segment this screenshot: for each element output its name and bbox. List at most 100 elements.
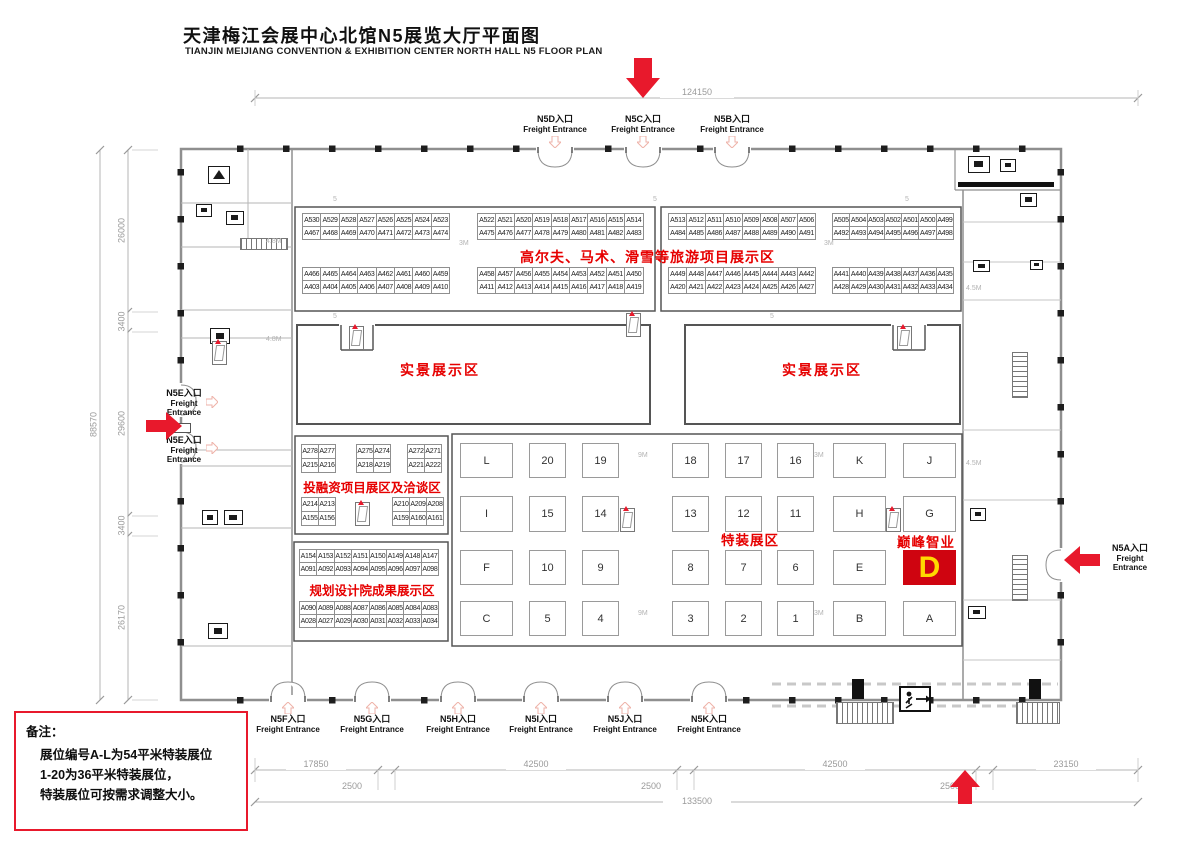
booth-cell: A496 — [901, 226, 920, 240]
stairs-icon — [1012, 555, 1028, 601]
page-title: 天津梅江会展中心北馆N5展览大厅平面图 — [183, 26, 541, 46]
booth-cell: 10 — [529, 550, 566, 585]
booth-cell: A272 — [407, 444, 425, 459]
arrow-down-icon — [626, 58, 660, 98]
booth-cell: 17 — [725, 443, 762, 478]
booth-cell: A528 — [338, 213, 359, 227]
booth-cell: A476 — [495, 226, 515, 240]
booth-cell: A095 — [368, 562, 387, 576]
booth-cell: A085 — [385, 601, 405, 615]
booth-cell: B — [833, 601, 886, 636]
booth-cell: A503 — [866, 213, 885, 227]
dim-bottom-seg: 42500 — [506, 759, 566, 770]
booth-cell: A425 — [759, 280, 780, 294]
aisle-width-label: 3M — [824, 240, 834, 247]
booth-cell: A161 — [426, 511, 444, 526]
aisle-width-label: 4.5M — [966, 285, 982, 292]
booth-cell: A469 — [338, 226, 359, 240]
aisle-width-label: 5 — [905, 196, 909, 203]
booth-cell: A084 — [403, 601, 422, 615]
entrance-name: N5E入口 — [166, 388, 202, 398]
entrance-name: N5I入口 — [524, 714, 557, 724]
booth-cell: A481 — [587, 226, 607, 240]
booth-cell: A461 — [393, 267, 414, 281]
entrance-direction-icon — [619, 702, 631, 714]
booth-cell: A447 — [704, 267, 725, 281]
booth-cell: 12 — [725, 496, 762, 532]
entrance-name: N5E入口 — [166, 435, 202, 445]
entrance-sub: Freight Entrance — [611, 125, 675, 134]
aisle-width-label: 4.8M — [266, 238, 282, 245]
facility-icon — [196, 204, 212, 217]
aisle-width-label: 5 — [333, 313, 337, 320]
aisle-width-label: 5 — [653, 196, 657, 203]
arrow-right-icon — [146, 412, 182, 440]
booth-cell: 16 — [777, 443, 814, 478]
entrance-direction-icon — [703, 702, 715, 714]
zone-label-brand: 巅峰智业 — [897, 535, 955, 550]
booth-cell: I — [460, 496, 513, 532]
booth-cell: A417 — [587, 280, 607, 294]
facility-icon — [1000, 159, 1016, 172]
booth-cell: A422 — [704, 280, 725, 294]
booth-cell: 2 — [725, 601, 762, 636]
booth-cell: A153 — [316, 549, 335, 563]
aisle-width-label: 5 — [770, 313, 774, 320]
booth-cell: A467 — [302, 226, 322, 240]
booth-cell: A517 — [568, 213, 589, 227]
booth-cell: A520 — [513, 213, 534, 227]
stairs-icon — [1012, 352, 1028, 398]
booth-cell: 15 — [529, 496, 566, 532]
dim-bottom-seg: 2500 — [928, 781, 972, 792]
stairs-icon — [836, 702, 894, 724]
facility-icon — [208, 623, 228, 639]
zone-label-tourism: 高尔夫、马术、滑雪等旅游项目展示区 — [520, 249, 775, 265]
facility-icon — [968, 156, 990, 173]
entrance-name: N5F入口 — [270, 714, 306, 724]
booth-cell: A154 — [299, 549, 318, 563]
booth-cell: A213 — [318, 497, 336, 512]
booth-cell: A413 — [513, 280, 534, 294]
booth-cell: A454 — [550, 267, 570, 281]
booth-cell: A442 — [796, 267, 817, 281]
booth-cell: A419 — [624, 280, 644, 294]
booth-cell: A434 — [935, 280, 955, 294]
entrance-direction-icon — [366, 702, 378, 714]
booth-cell: A460 — [412, 267, 432, 281]
note-title: 备注： — [26, 725, 64, 739]
booth-cell: A155 — [301, 511, 319, 526]
booth-cell: A438 — [883, 267, 903, 281]
dim-left-seg: 26000 — [116, 200, 128, 261]
note-line: 特装展位可按需求调整大小。 — [40, 788, 203, 802]
booth-cell: A418 — [605, 280, 626, 294]
booth-cell: A478 — [532, 226, 552, 240]
booth-cell: A502 — [883, 213, 903, 227]
zone-label-special: 特装展区 — [721, 533, 779, 548]
entrance-sub: Freight Entrance — [593, 725, 657, 734]
booth-cell: A431 — [883, 280, 903, 294]
booth-cell: A453 — [568, 267, 589, 281]
booth-cell: A445 — [741, 267, 761, 281]
booth-cell: A416 — [568, 280, 589, 294]
entrance-direction-icon — [535, 702, 547, 714]
booth-cell: A152 — [333, 549, 353, 563]
booth-cell: A452 — [587, 267, 607, 281]
booth-cell: A086 — [368, 601, 387, 615]
zone-label-investment: 投融资项目展区及洽谈区 — [303, 481, 441, 495]
booth-cell: A530 — [302, 213, 322, 227]
booth-cell: A507 — [778, 213, 798, 227]
booth-cell: A456 — [513, 267, 534, 281]
booth-cell: A465 — [320, 267, 340, 281]
booth-cell: A404 — [320, 280, 340, 294]
booth-cell: A092 — [316, 562, 335, 576]
booth-cell: A408 — [393, 280, 414, 294]
booth-cell: K — [833, 443, 886, 478]
